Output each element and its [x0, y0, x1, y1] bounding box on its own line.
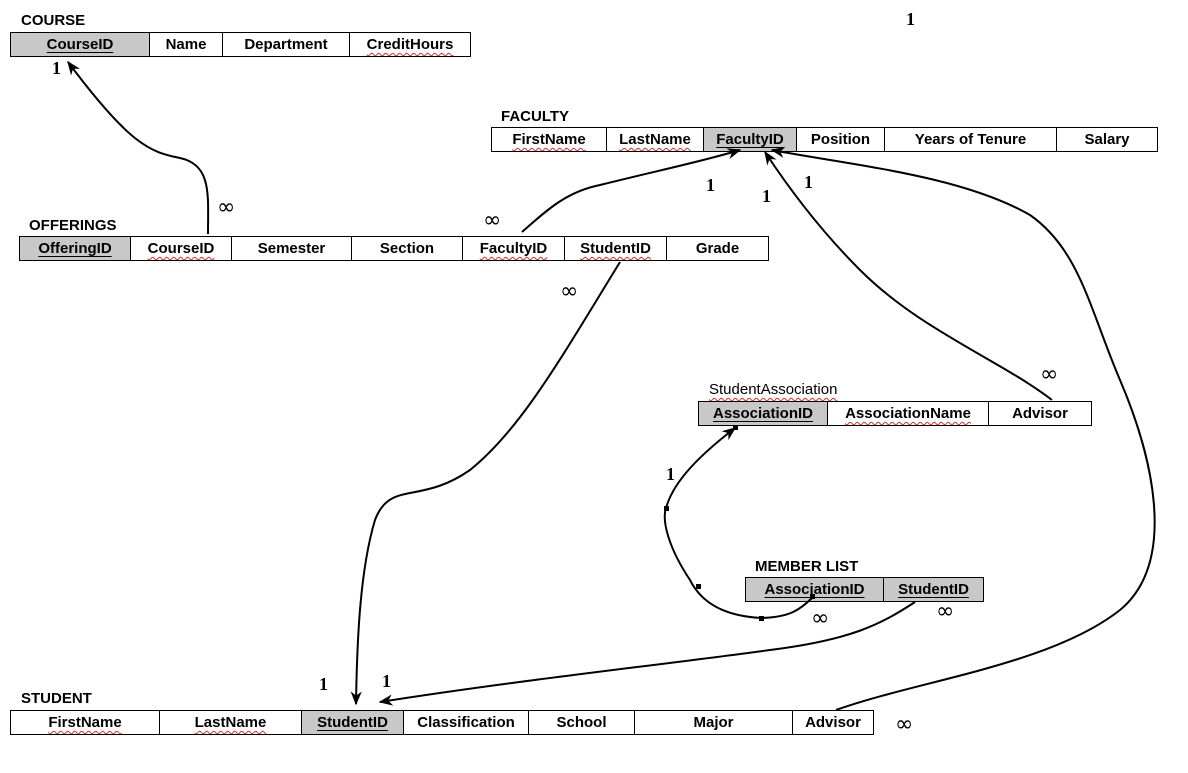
student-one-cardinality-a: 1	[319, 674, 328, 694]
faculty-one-cardinality-a: 1	[706, 175, 715, 195]
student-association-table-title: StudentAssociation	[709, 381, 838, 398]
offerings-faculty-many-cardinality: ∞	[483, 208, 501, 233]
student-lastname-cell: LastName	[159, 710, 302, 735]
page-number: 1	[906, 9, 915, 29]
studentassociation-one-cardinality: 1	[666, 464, 675, 484]
offerings-studentid-cell: StudentID	[564, 236, 667, 261]
course-courseid-key-cell: CourseID	[10, 32, 150, 57]
memberlist-association-many-cardinality: ∞	[811, 606, 829, 631]
memberlist-studentassociation-relationship	[663, 427, 814, 620]
offerings-facultyid-cell: FacultyID	[462, 236, 565, 261]
course-one-cardinality: 1	[52, 58, 61, 78]
faculty-salary-cell: Salary	[1056, 127, 1158, 152]
student-advisor-cell: Advisor	[792, 710, 874, 735]
offerings-course-many-cardinality: ∞	[217, 195, 235, 220]
student-association-advisor-cell: Advisor	[988, 401, 1092, 426]
faculty-years-of-tenure-cell: Years of Tenure	[884, 127, 1057, 152]
member-list-studentid-key-cell: StudentID	[883, 577, 984, 602]
student-association-table: AssociationID AssociationName Advisor	[698, 401, 1092, 426]
student-advisor-many-cardinality: ∞	[895, 712, 913, 737]
student-classification-cell: Classification	[403, 710, 529, 735]
offerings-grade-cell: Grade	[666, 236, 769, 261]
student-studentid-key-cell: StudentID	[301, 710, 404, 735]
member-list-table-title: MEMBER LIST	[755, 558, 859, 575]
faculty-facultyid-key-cell: FacultyID	[703, 127, 797, 152]
offerings-section-cell: Section	[351, 236, 463, 261]
student-school-cell: School	[528, 710, 635, 735]
offerings-student-many-cardinality: ∞	[560, 279, 578, 304]
student-major-cell: Major	[634, 710, 793, 735]
offerings-offeringid-key-cell: OfferingID	[19, 236, 131, 261]
student-table: FirstName LastName StudentID Classificat…	[10, 710, 874, 735]
faculty-table: FirstName LastName FacultyID Position Ye…	[491, 127, 1158, 152]
offerings-courseid-cell: CourseID	[130, 236, 232, 261]
offerings-table-title: OFFERINGS	[29, 217, 117, 234]
faculty-position-cell: Position	[796, 127, 885, 152]
student-one-cardinality-b: 1	[382, 671, 391, 691]
faculty-one-cardinality-b: 1	[762, 186, 771, 206]
studentassociation-faculty-relationship	[764, 150, 1053, 401]
faculty-table-title: FACULTY	[501, 108, 570, 125]
faculty-firstname-cell: FirstName	[491, 127, 607, 152]
offerings-semester-cell: Semester	[231, 236, 352, 261]
offerings-faculty-relationship	[521, 148, 742, 233]
student-table-title: STUDENT	[21, 690, 92, 707]
memberlist-student-many-cardinality: ∞	[936, 599, 954, 624]
memberlist-student-relationship	[378, 601, 916, 706]
student-association-associationname-cell: AssociationName	[827, 401, 989, 426]
offerings-table: OfferingID CourseID Semester Section Fac…	[19, 236, 769, 261]
course-table: CourseID Name Department CreditHours	[10, 32, 471, 57]
studentassociation-advisor-many-cardinality: ∞	[1040, 362, 1058, 387]
course-credithours-cell: CreditHours	[349, 32, 471, 57]
course-name-cell: Name	[149, 32, 223, 57]
course-table-title: COURSE	[21, 12, 86, 29]
faculty-one-cardinality-c: 1	[804, 172, 813, 192]
offerings-course-relationship	[67, 60, 210, 235]
student-association-associationid-key-cell: AssociationID	[698, 401, 828, 426]
faculty-lastname-cell: LastName	[606, 127, 704, 152]
student-advisor-faculty-relationship	[770, 146, 1156, 711]
offerings-student-relationship	[350, 261, 621, 706]
student-firstname-cell: FirstName	[10, 710, 160, 735]
